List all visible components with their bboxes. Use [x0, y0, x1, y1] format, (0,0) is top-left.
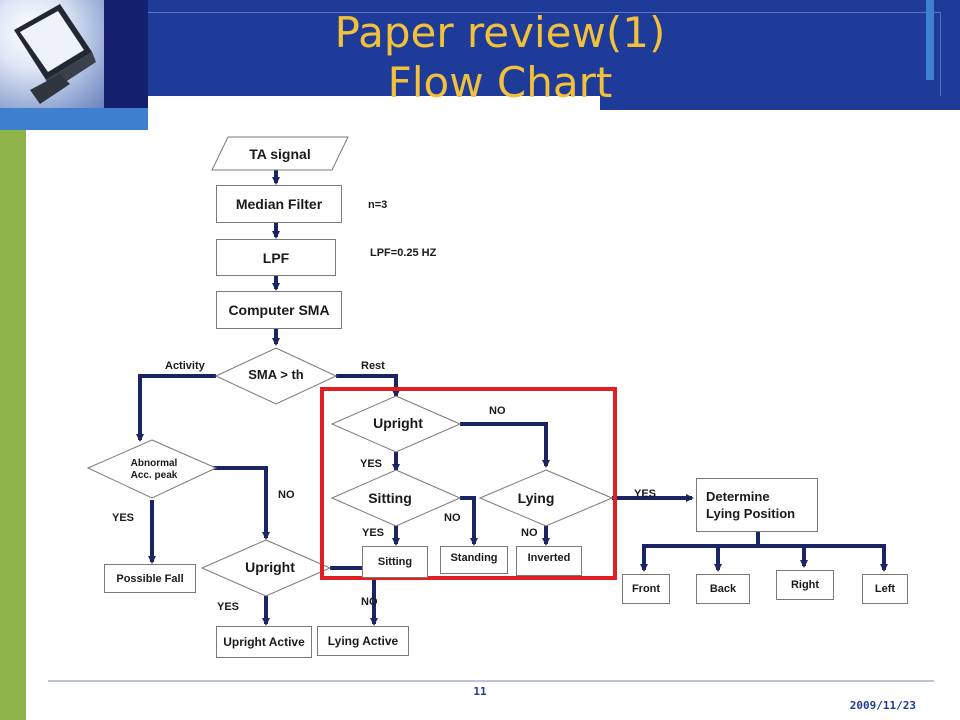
back-box: Back	[696, 574, 750, 604]
decision-sma-shape	[214, 347, 338, 405]
possible-fall-box: Possible Fall	[104, 564, 196, 593]
sitting-yes-label: YES	[362, 527, 385, 539]
input-shape	[211, 136, 349, 171]
inverted-box-label: Inverted	[527, 552, 571, 564]
dark-column	[104, 0, 148, 108]
possible-fall-label: Possible Fall	[116, 572, 184, 585]
sma-label: Computer SMA	[228, 302, 330, 318]
determine-label-1: Determine	[706, 489, 770, 504]
decision-upright-left-label: Upright	[245, 559, 295, 575]
determine-label-2: Lying Position	[706, 506, 796, 521]
left-box: Left	[862, 574, 908, 604]
activity-label: Activity	[165, 360, 205, 372]
decision-upright-left-shape	[200, 539, 332, 597]
decision-abnormal-label-1: Abnormal	[130, 458, 178, 469]
median-note: n=3	[368, 199, 388, 211]
highlight-box	[320, 387, 617, 580]
upright-yes-label: YES	[217, 601, 240, 613]
green-sidebar	[0, 130, 26, 720]
front-label: Front	[631, 583, 661, 595]
decision-lying-label: Lying	[517, 490, 555, 506]
monitor-icon	[0, 0, 104, 108]
abnormal-no-label: NO	[278, 489, 295, 501]
arrow-abnormal-no	[205, 466, 270, 540]
header-vertical-line	[940, 12, 941, 96]
upright-active-box: Upright Active	[216, 626, 312, 658]
decision-sitting-shape	[330, 469, 462, 527]
sitting-box: Sitting	[362, 546, 428, 578]
header-band-lower	[600, 96, 960, 110]
sitting-box-label: Sitting	[377, 556, 413, 568]
left-label: Left	[874, 583, 896, 595]
decision-sitting-label: Sitting	[368, 490, 412, 506]
decision-lying-shape	[478, 469, 614, 527]
input-label: TA signal	[249, 146, 311, 162]
upright-active-label: Upright Active	[223, 635, 305, 649]
median-filter-label: Median Filter	[235, 196, 323, 212]
sitting-no-label: NO	[444, 512, 461, 524]
decision-abnormal-shape	[86, 439, 218, 499]
lpf-label: LPF	[262, 249, 290, 266]
decision-upright-right-label: Upright	[373, 415, 423, 431]
sma-box: Computer SMA	[216, 291, 342, 329]
slide-date: 2009/11/23	[849, 699, 916, 712]
decision-sma-label: SMA > th	[248, 367, 304, 382]
upright-right-yes-label: YES	[360, 458, 383, 470]
header-thin-line	[148, 12, 940, 13]
lying-no-label: NO	[521, 527, 538, 539]
determine-box: Determine Lying Position	[696, 478, 818, 532]
header-accent-bar	[926, 0, 934, 80]
lpf-note: LPF=0.25 HZ	[370, 247, 437, 259]
inverted-box: Inverted	[516, 546, 582, 576]
decision-abnormal-label-2: Acc. peak	[130, 470, 178, 481]
arrow-activity	[136, 374, 216, 442]
lying-active-box: Lying Active	[317, 626, 409, 656]
rest-label: Rest	[361, 360, 385, 372]
back-label: Back	[709, 583, 737, 595]
slide-title-line2: Flow Chart	[387, 58, 613, 107]
lpf-box: LPF	[216, 239, 336, 276]
standing-box: Standing	[440, 546, 508, 574]
arrow-sitting-no	[460, 496, 478, 546]
decision-upright-right-shape	[330, 395, 462, 453]
standing-box-label: Standing	[450, 552, 498, 564]
slide-title-line1: Paper review(1)	[334, 8, 666, 57]
arrow-upright-to-lying	[460, 422, 550, 468]
lying-active-label: Lying Active	[327, 634, 399, 648]
upright-right-no-label: NO	[489, 405, 506, 417]
right-box: Right	[776, 570, 834, 600]
median-filter-box: Median Filter	[216, 185, 342, 223]
abnormal-yes-label: YES	[112, 512, 135, 524]
front-box: Front	[622, 574, 670, 604]
accent-block	[0, 108, 148, 130]
header-band	[148, 0, 960, 96]
arrow-rest	[336, 374, 400, 398]
upright-no-label: NO	[361, 596, 378, 608]
page-number: 11	[473, 685, 487, 698]
right-label: Right	[790, 579, 820, 591]
lying-yes-label: YES	[634, 488, 657, 500]
